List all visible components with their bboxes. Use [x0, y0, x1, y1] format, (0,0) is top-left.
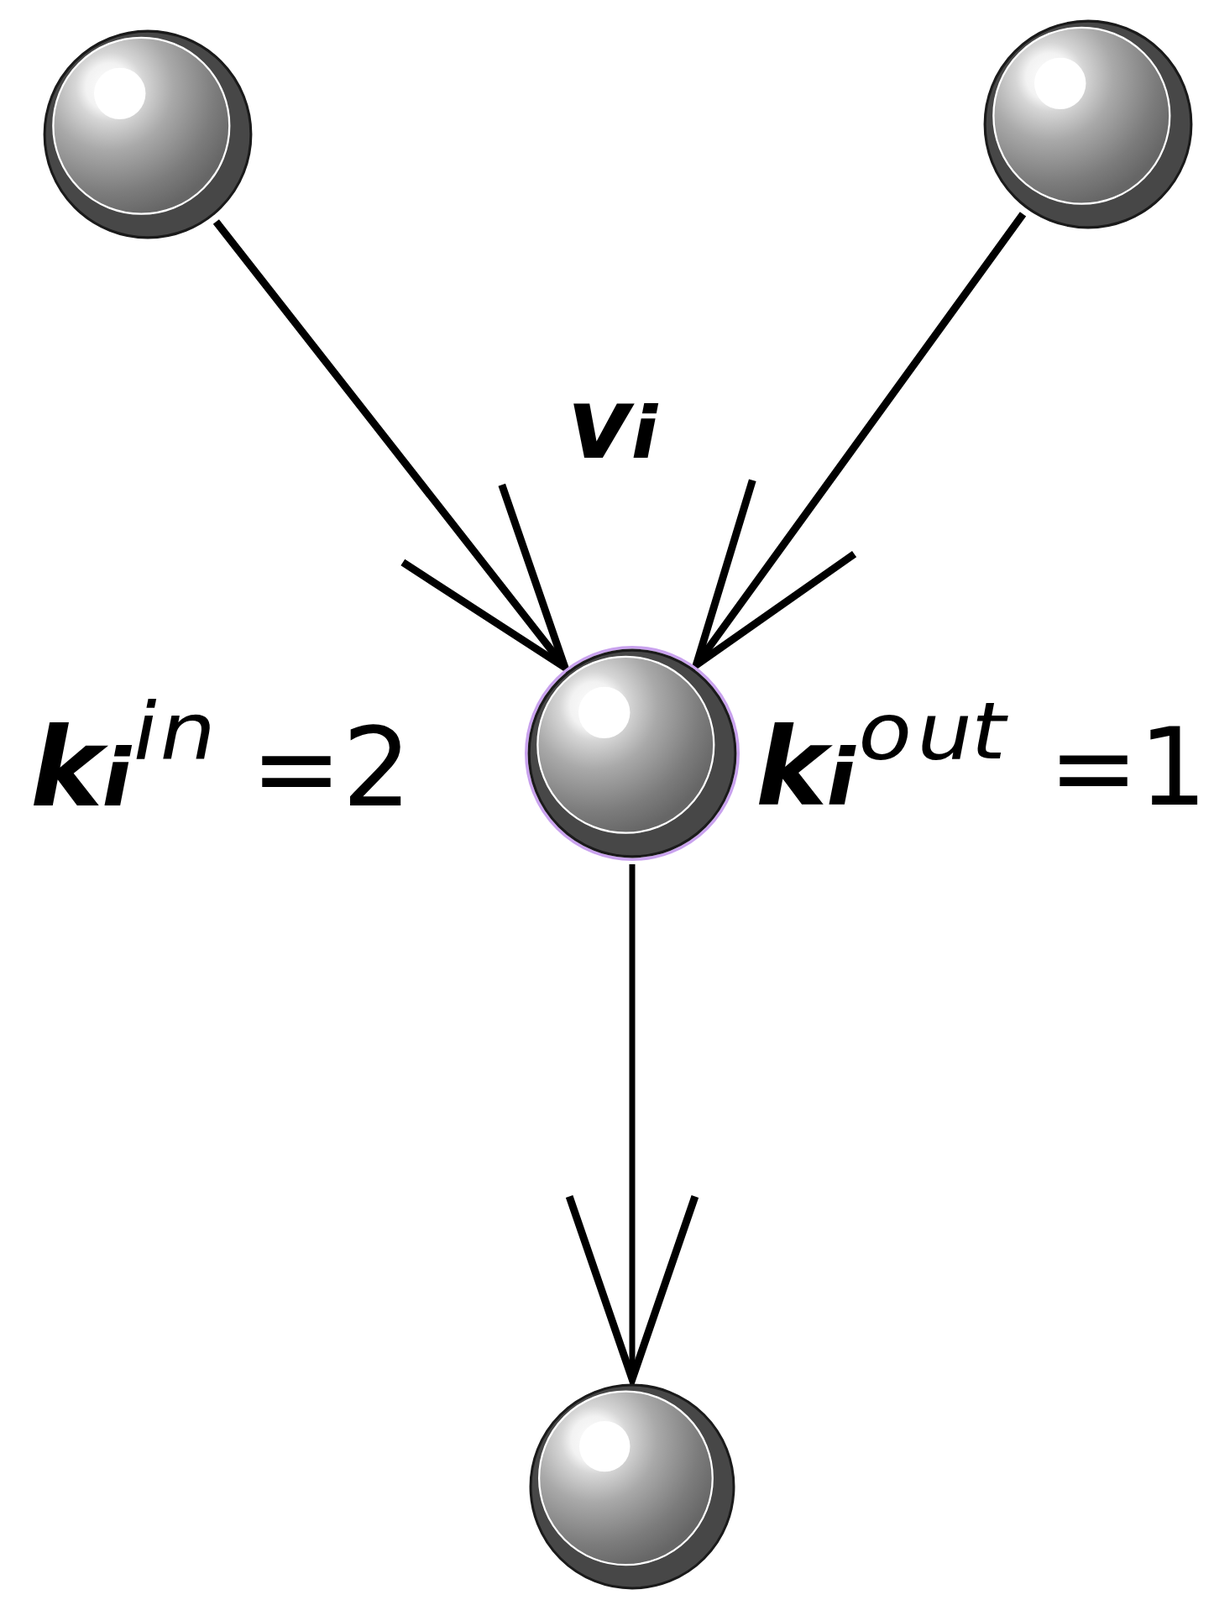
- sphere-graphic: [980, 16, 1196, 232]
- graph-vertex: [40, 26, 256, 242]
- text-glyph: v: [567, 365, 633, 482]
- arrow-head: [569, 1196, 696, 1379]
- degree-label: kᵢⁱⁿ =2: [30, 671, 412, 843]
- text-glyph: ⁿ: [159, 673, 216, 839]
- text-glyph: ᵗ: [973, 674, 1015, 838]
- directed-edge: [215, 221, 565, 668]
- sphere-graphic: [524, 645, 740, 861]
- arrow-head: [695, 480, 854, 665]
- text-glyph: 1: [1138, 704, 1208, 830]
- graph-vertex: [980, 16, 1196, 232]
- text-glyph: 2: [341, 703, 412, 832]
- text-glyph: ᵢ: [632, 338, 661, 488]
- arrow-head: [402, 484, 566, 667]
- text-glyph: ᵢ: [102, 673, 134, 839]
- directed-edge: [695, 214, 1023, 665]
- text-glyph: [215, 703, 251, 832]
- text-glyph: =: [1048, 704, 1140, 830]
- edge-line: [215, 221, 565, 668]
- edge-line: [629, 863, 636, 1379]
- text-glyph: =: [250, 703, 342, 832]
- graph-vertex: vᵢ: [524, 645, 740, 861]
- graph-vertex: [526, 1380, 738, 1592]
- text-glyph: k: [755, 704, 827, 830]
- text-glyph: k: [30, 703, 103, 832]
- text-glyph: [1014, 704, 1049, 830]
- vertex-label: vᵢ: [567, 335, 661, 491]
- degree-label: kᵢᵒᵘᵗ =1: [755, 671, 1208, 840]
- sphere-graphic: [40, 26, 256, 242]
- text-glyph: ᵒ: [858, 674, 916, 838]
- sphere-graphic: [526, 1380, 738, 1592]
- edge-line: [695, 214, 1023, 665]
- text-glyph: ᵢ: [826, 674, 859, 838]
- text-glyph: ᵘ: [915, 674, 974, 838]
- text-glyph: ⁱ: [134, 673, 160, 839]
- directed-edge: [569, 863, 696, 1379]
